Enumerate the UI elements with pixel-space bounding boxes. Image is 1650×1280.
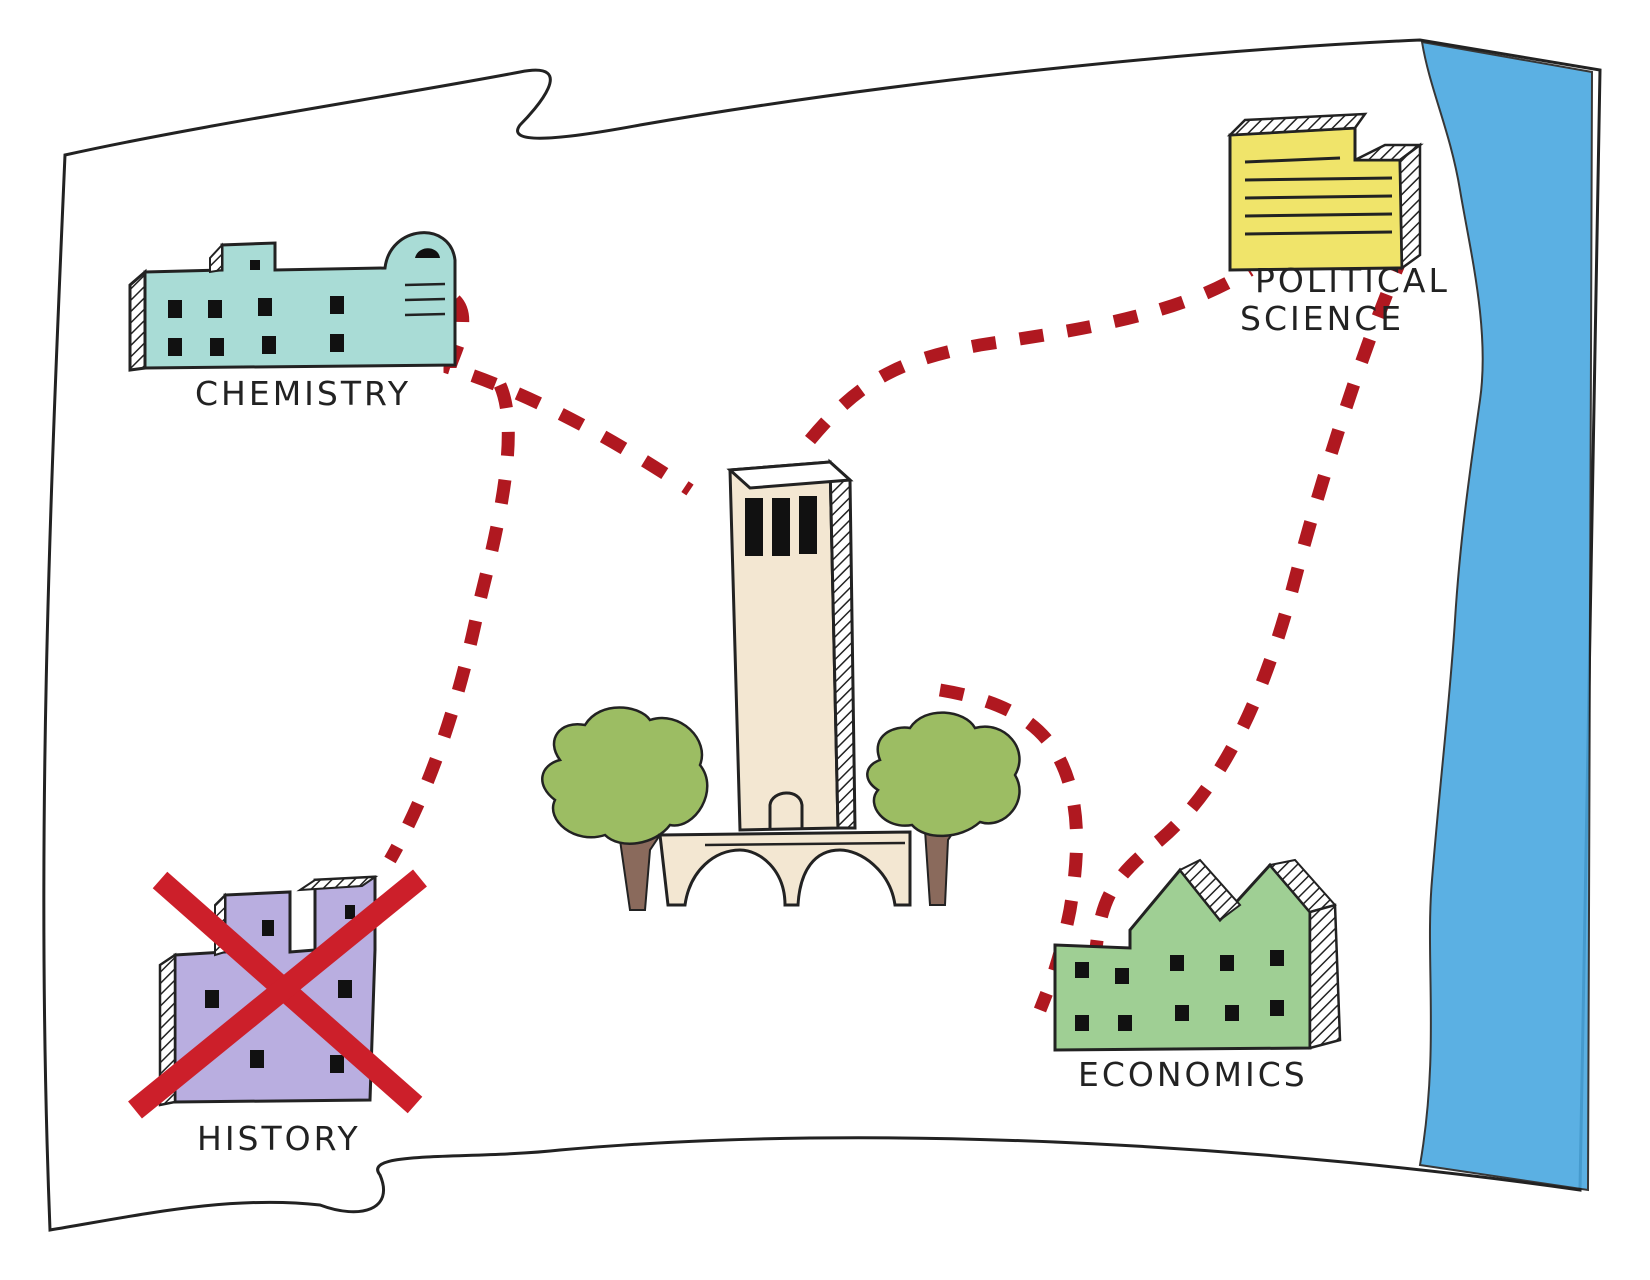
gabled-building-icon [1053,858,1342,1052]
history-label: HISTORY [197,1119,361,1158]
economics-building[interactable]: ECONOMICS [1053,858,1342,1094]
chemistry-label: CHEMISTRY [195,374,411,413]
office-building-icon [1226,112,1424,272]
route-chemistry-to-history [384,382,515,864]
chemistry-building[interactable]: CHEMISTRY [128,231,457,413]
route-political-science-to-economics [1088,247,1411,961]
political-science-label-line2: SCIENCE [1240,299,1404,338]
political-science-label-line1: POLITICAL [1255,261,1450,300]
river-icon [1418,40,1594,1192]
tree-right-icon [866,711,1021,906]
bell-tower-icon [541,458,1021,911]
route-chemistry-to-clock-tower [443,295,694,496]
crossed-out-mark [128,869,427,1119]
tree-left-icon [541,706,709,911]
lab-building-icon [128,231,457,372]
tower-window-2 [772,498,790,556]
political-science-building[interactable]: POLITICAL SCIENCE [1226,112,1450,338]
history-building[interactable]: HISTORY [128,869,427,1158]
route-clock-tower-to-political-science [805,264,1254,445]
tower-window-1 [745,498,763,556]
tower-window-3 [799,496,817,554]
economics-label: ECONOMICS [1078,1055,1308,1094]
